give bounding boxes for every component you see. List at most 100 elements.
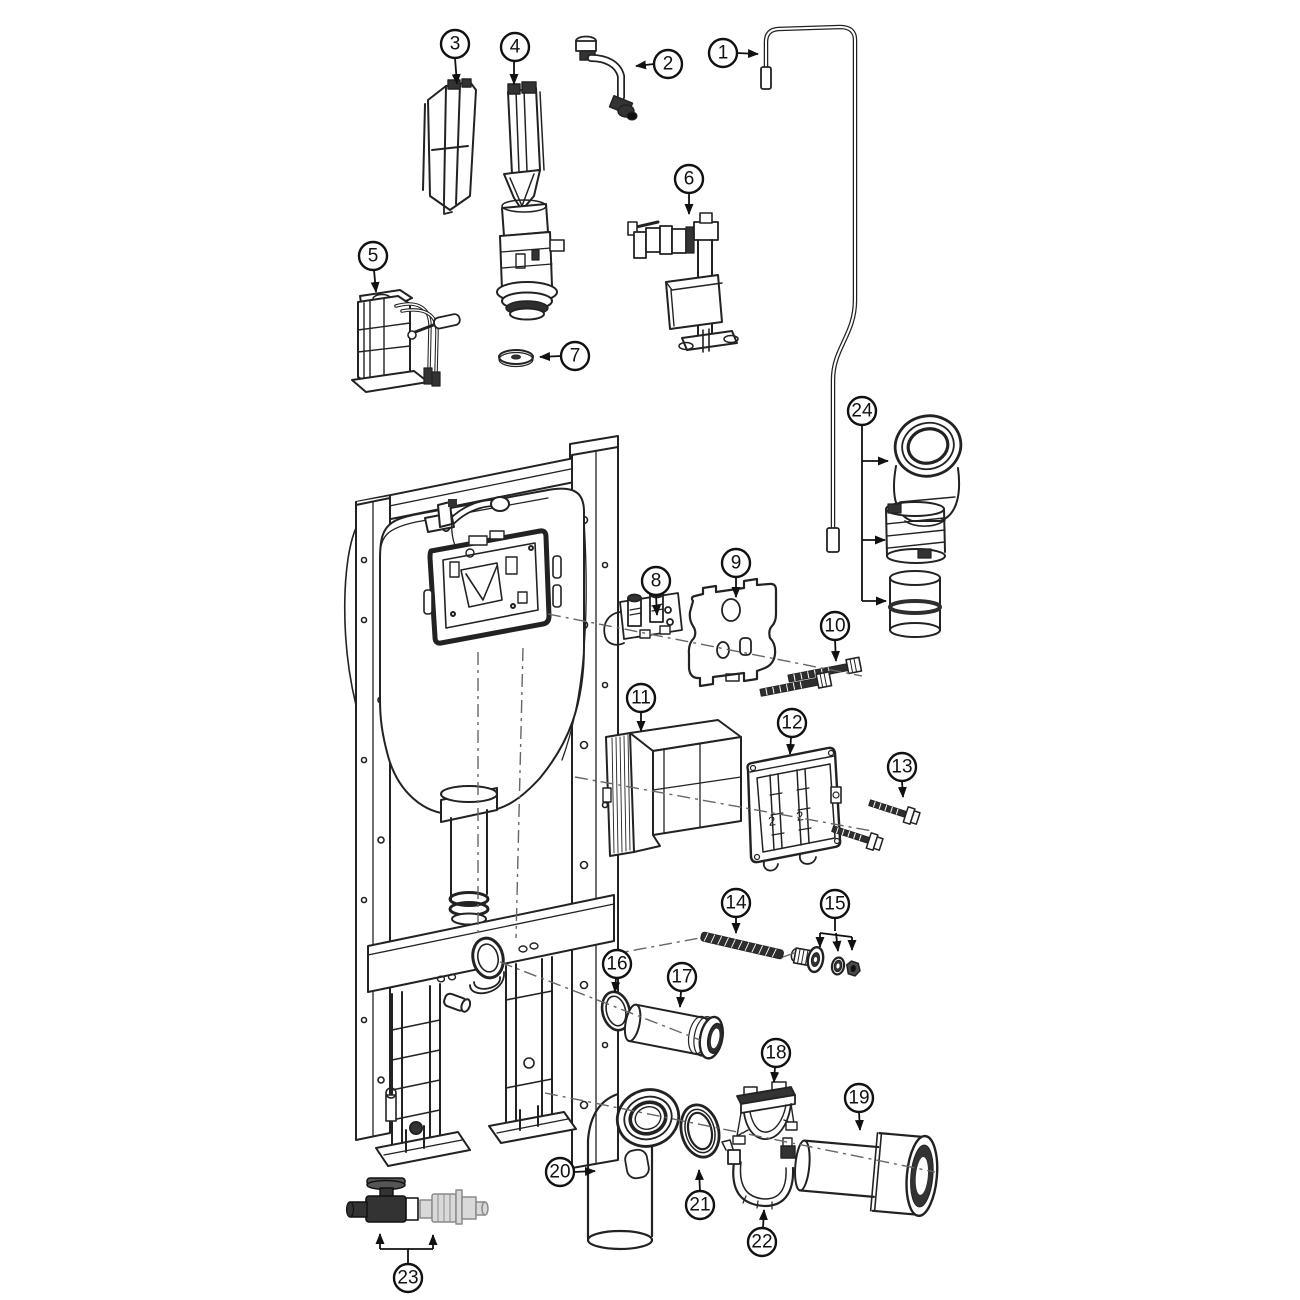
part-10-mounting-bolts [759, 656, 863, 697]
callout-15[interactable]: 15 [815, 888, 857, 952]
callout-number-6: 6 [684, 169, 695, 190]
callout-3[interactable]: 3 [439, 28, 471, 85]
callout-7[interactable]: 7 [539, 340, 591, 372]
callout-number-10: 10 [824, 616, 845, 637]
part-21-seal-ring [679, 1103, 721, 1159]
callout-16[interactable]: 16 [601, 948, 633, 993]
callout-22[interactable]: 22 [746, 1209, 778, 1258]
callout-number-17: 17 [671, 967, 692, 988]
part-18-pipe-clamp-upper [732, 1081, 798, 1145]
callout-5[interactable]: 5 [357, 240, 389, 293]
part-1-sensor-cable [760, 24, 858, 553]
part-2-flush-hose [575, 35, 638, 121]
part-24-outlet-elbow-kit [885, 414, 963, 638]
callout-number-9: 9 [731, 553, 742, 574]
callout-circle-19[interactable] [843, 1082, 875, 1114]
callout-18[interactable]: 18 [760, 1037, 792, 1083]
part-12-bracket-frame [746, 746, 842, 872]
callout-circle-21[interactable] [684, 1189, 716, 1221]
callout-6[interactable]: 6 [673, 163, 705, 215]
callout-number-22: 22 [751, 1232, 772, 1253]
callout-21[interactable]: 21 [684, 1169, 716, 1221]
callout-number-15: 15 [824, 894, 845, 915]
part-3-actuator-mount [422, 78, 477, 215]
callout-circle-9[interactable] [720, 547, 752, 579]
callout-circle-2[interactable] [652, 48, 684, 80]
callout-number-14: 14 [725, 893, 747, 914]
callout-circle-16[interactable] [601, 948, 633, 980]
callout-number-13: 13 [891, 757, 912, 778]
bracket-frame-marking-0: 2 [767, 813, 776, 829]
part-9-mounting-plate [687, 577, 778, 688]
callout-number-3: 3 [450, 34, 461, 55]
callout-number-8: 8 [651, 571, 662, 592]
callout-number-24: 24 [851, 401, 873, 422]
callout-23[interactable]: 23 [375, 1233, 438, 1294]
callout-10[interactable]: 10 [819, 610, 851, 662]
callout-1[interactable]: 1 [707, 37, 759, 69]
bracket-frame-marking-1: 2 [795, 808, 804, 824]
callout-circle-23[interactable] [392, 1262, 424, 1294]
callout-circle-10[interactable] [819, 610, 851, 642]
callout-12[interactable]: 12 [776, 707, 808, 755]
callout-circle-20[interactable] [544, 1156, 576, 1188]
callout-number-7: 7 [570, 346, 581, 367]
part-15-bushing-washer-nut [790, 945, 861, 977]
part-22-pipe-clamp-lower [721, 1137, 796, 1210]
callout-number-16: 16 [606, 954, 627, 975]
part-5-actuator-unit [351, 289, 461, 393]
part-23-shutoff-valve-set [345, 1177, 489, 1225]
callout-24[interactable]: 24 [846, 395, 889, 606]
callout-13[interactable]: 13 [886, 751, 918, 798]
callout-number-20: 20 [549, 1162, 570, 1183]
callout-number-12: 12 [781, 713, 802, 734]
callout-circle-3[interactable] [439, 28, 471, 60]
callout-number-5: 5 [368, 246, 379, 267]
callout-circle-12[interactable] [776, 707, 808, 739]
callout-number-2: 2 [663, 54, 674, 75]
callout-circle-14[interactable] [720, 887, 752, 919]
callout-11[interactable]: 11 [625, 682, 657, 732]
part-16-seal-ring [600, 990, 632, 1032]
callout-circle-11[interactable] [625, 682, 657, 714]
callout-circle-22[interactable] [746, 1226, 778, 1258]
part-13-t-bolts [831, 799, 921, 851]
callout-circle-8[interactable] [640, 565, 672, 597]
callout-circle-13[interactable] [886, 751, 918, 783]
callout-2[interactable]: 2 [635, 48, 684, 80]
carrier-frame [343, 435, 619, 1169]
callout-number-1: 1 [718, 43, 729, 64]
callout-circle-5[interactable] [357, 240, 389, 272]
projection-lines [477, 613, 936, 1173]
part-23-shutoff-valve [345, 1177, 419, 1223]
callout-4[interactable]: 4 [499, 31, 531, 85]
callout-17[interactable]: 17 [666, 961, 698, 1008]
callout-19[interactable]: 19 [843, 1082, 875, 1131]
callout-number-18: 18 [765, 1043, 786, 1064]
callout-number-21: 21 [689, 1195, 710, 1216]
callout-circle-6[interactable] [673, 163, 705, 195]
callout-20[interactable]: 20 [544, 1156, 596, 1188]
callout-9[interactable]: 9 [720, 547, 752, 598]
callout-8[interactable]: 8 [640, 565, 672, 616]
callout-circle-15[interactable] [819, 888, 851, 920]
part-19-outlet-connector [794, 1132, 939, 1218]
callout-number-23: 23 [397, 1268, 418, 1289]
part-20-outlet-elbow [586, 1088, 681, 1251]
part-4-flush-valve [496, 81, 565, 321]
callout-number-11: 11 [631, 688, 651, 709]
part-17-connection-pipe [623, 1003, 724, 1060]
callout-number-19: 19 [848, 1088, 869, 1109]
callout-circle-18[interactable] [760, 1037, 792, 1069]
part-11-protection-box [602, 719, 742, 857]
callout-circle-7[interactable] [559, 340, 591, 372]
callout-14[interactable]: 14 [720, 887, 752, 934]
callout-number-4: 4 [510, 37, 521, 58]
callout-circle-17[interactable] [666, 961, 698, 993]
callout-circle-4[interactable] [499, 31, 531, 63]
callout-circle-1[interactable] [707, 37, 739, 69]
callout-circle-24[interactable] [846, 395, 878, 427]
part-14-threaded-rod [700, 931, 784, 960]
